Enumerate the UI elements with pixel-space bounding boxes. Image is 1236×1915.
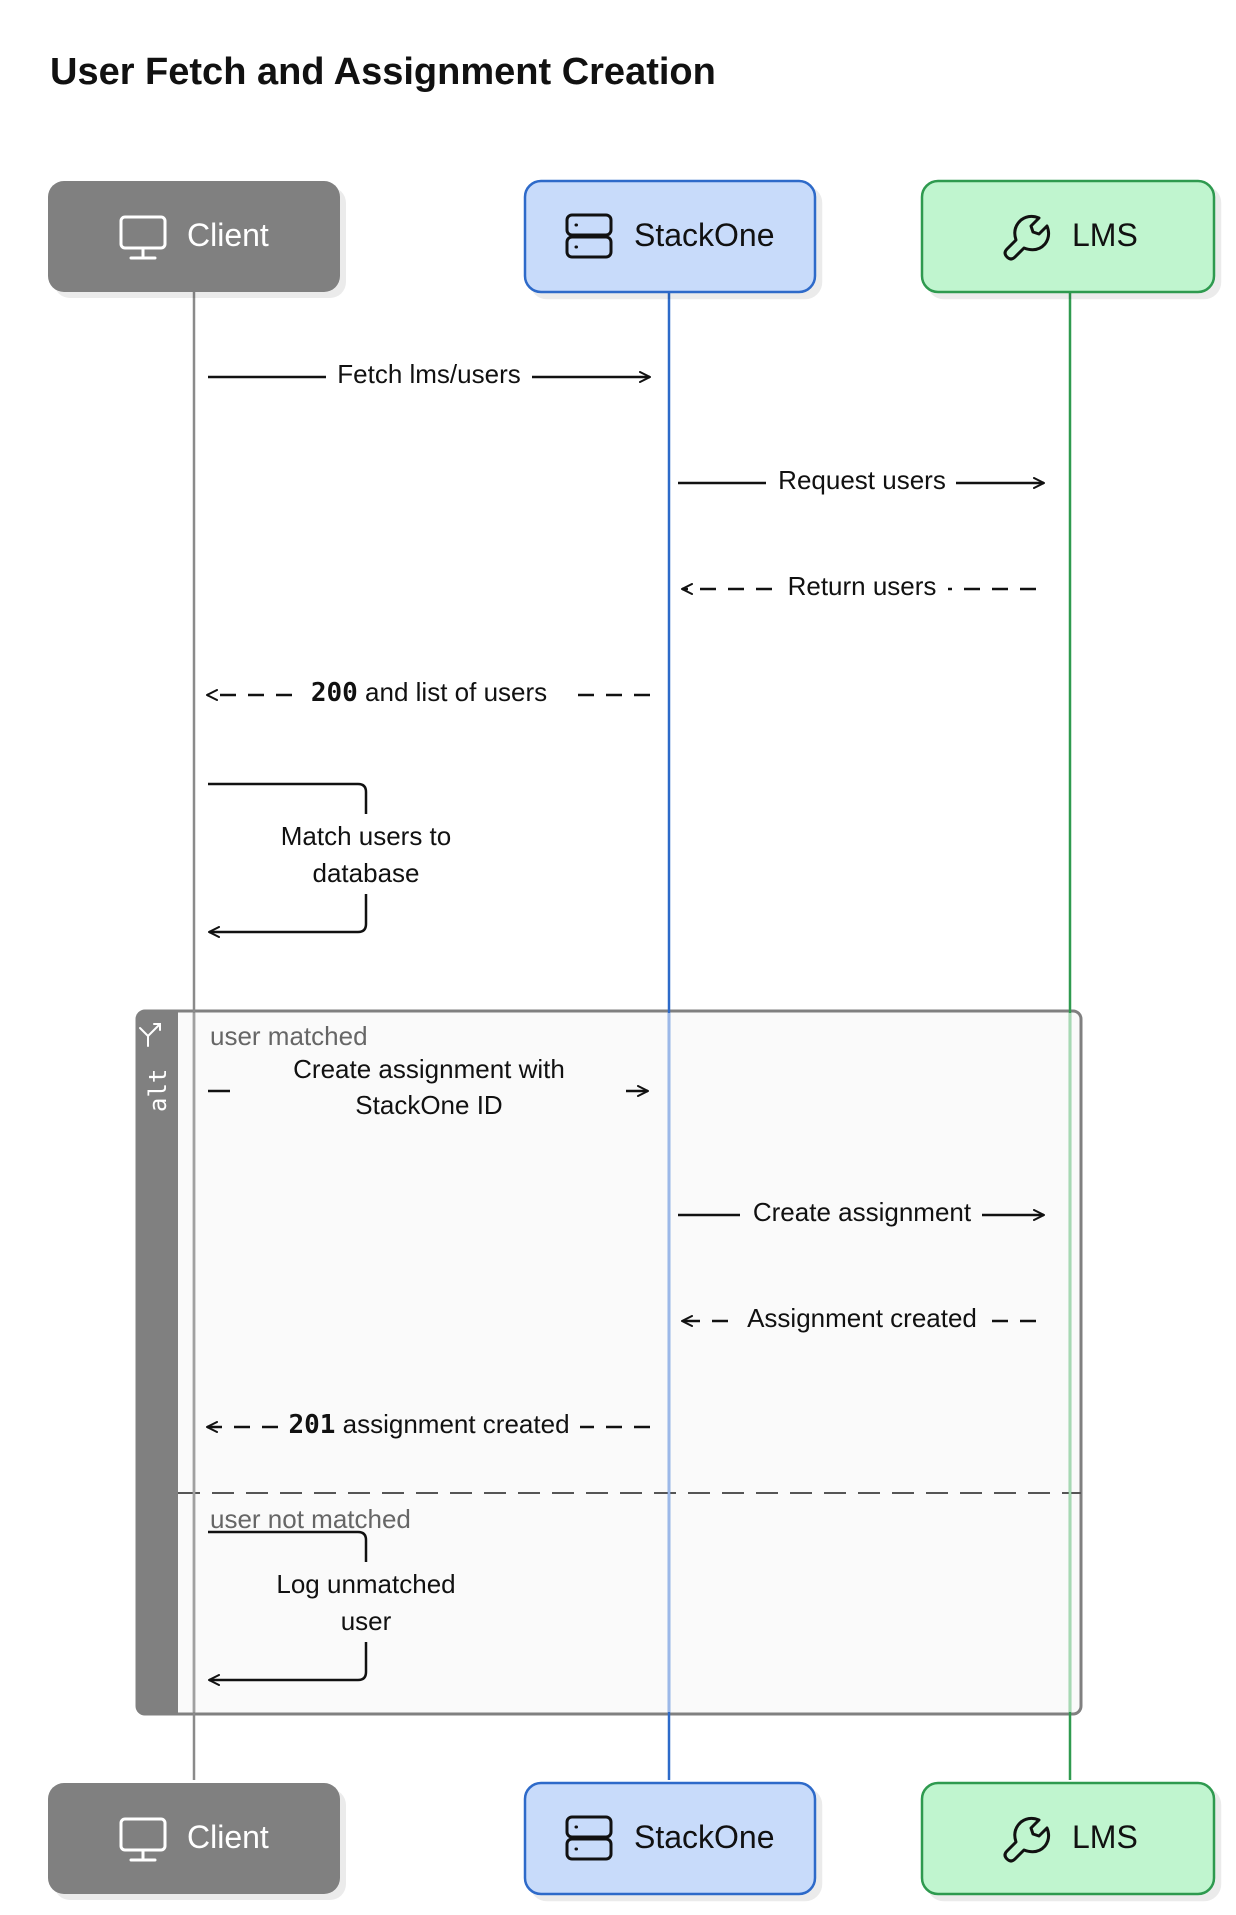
message-label-line1: Create assignment with — [293, 1054, 565, 1084]
actor-stackone-box — [523, 1781, 817, 1896]
alt-condition-2: user not matched — [210, 1504, 411, 1534]
actor-client-box — [48, 181, 340, 292]
message-label: 201 assignment created — [288, 1409, 569, 1440]
message-create-assignment: Create assignment — [678, 1197, 1045, 1227]
message-label-line2: user — [341, 1606, 392, 1636]
message-label: 200 and list of users — [311, 677, 547, 708]
message-request-users: Request users — [678, 465, 1045, 495]
diagram-title: User Fetch and Assignment Creation — [50, 51, 716, 93]
alt-frame-bar — [137, 1011, 178, 1714]
message-label-line1: Log unmatched — [276, 1569, 455, 1599]
message-label: Request users — [778, 465, 946, 495]
alt-tag: alt — [144, 1069, 172, 1112]
actor-stackone-top[interactable]: StackOne — [523, 179, 817, 294]
message-label: Create assignment — [753, 1197, 972, 1227]
server-icon — [565, 213, 613, 259]
actor-client-label: Client — [187, 217, 269, 253]
message-assignment-created: Assignment created — [681, 1303, 1036, 1333]
message-label-line2: database — [313, 858, 420, 888]
actor-lms-box — [920, 1781, 1216, 1896]
message-return-users: Return users — [681, 571, 1036, 601]
message-label-line2: StackOne ID — [355, 1090, 502, 1120]
message-label: Return users — [788, 571, 937, 601]
message-201-assignment-created: 201 assignment created — [206, 1409, 650, 1440]
monitor-icon — [119, 215, 167, 260]
monitor-icon — [119, 1817, 167, 1862]
wrench-icon — [1003, 1816, 1051, 1863]
message-match-users: Match users to database — [208, 782, 460, 938]
actor-stackone-label: StackOne — [634, 1819, 775, 1855]
server-icon — [565, 1815, 613, 1861]
message-200-list-users: 200 and list of users — [206, 677, 650, 708]
actor-client-box — [48, 1783, 340, 1894]
wrench-icon — [1003, 214, 1051, 261]
actor-lms-label: LMS — [1072, 217, 1138, 253]
actor-lms-top[interactable]: LMS — [920, 179, 1216, 294]
actor-lms-box — [920, 179, 1216, 294]
actor-client-bottom[interactable]: Client — [48, 1783, 340, 1894]
message-label-line1: Match users to — [281, 821, 452, 851]
actor-lms-label: LMS — [1072, 1819, 1138, 1855]
alt-frame: alt user matched user not matched — [135, 1009, 1083, 1716]
actor-stackone-label: StackOne — [634, 217, 775, 253]
actor-client-top[interactable]: Client — [48, 181, 340, 292]
message-label: Assignment created — [747, 1303, 977, 1333]
actor-stackone-bottom[interactable]: StackOne — [523, 1781, 817, 1896]
message-fetch-users: Fetch lms/users — [208, 359, 651, 389]
actor-lms-bottom[interactable]: LMS — [920, 1781, 1216, 1896]
actor-stackone-box — [523, 179, 817, 294]
message-label: Fetch lms/users — [337, 359, 521, 389]
actor-client-label: Client — [187, 1819, 269, 1855]
alt-branch-icon — [139, 1023, 161, 1047]
message-log-unmatched: Log unmatched user — [208, 1530, 462, 1686]
message-create-assignment-with-id: Create assignment with StackOne ID — [208, 1054, 649, 1120]
alt-condition-1: user matched — [210, 1021, 368, 1051]
